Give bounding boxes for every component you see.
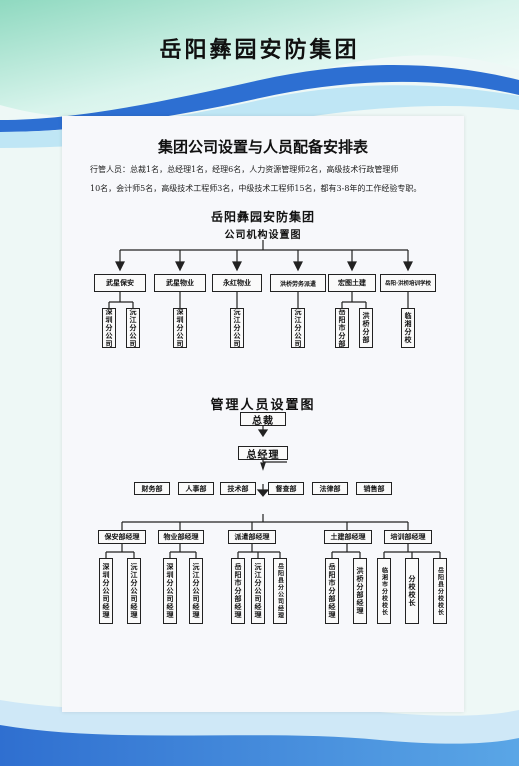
staff-line: 行管人员：总裁1名，总经理1名，经理6名，人力资源管理师2名，高级技术行政管理师 <box>90 165 399 174</box>
manager-box: 物业部经理 <box>158 530 204 544</box>
general-manager-box: 总经理 <box>238 446 288 460</box>
branch-box: 沅江分公司 <box>230 308 244 348</box>
company-box: 洪桥劳务派遣 <box>270 274 326 292</box>
sub-manager-box: 洪桥分部经理 <box>353 558 367 624</box>
manager-box: 保安部经理 <box>98 530 146 544</box>
branch-box: 岳阳市分部 <box>335 308 349 348</box>
org-chart-subtitle: 公司机构设置图 <box>224 230 302 241</box>
page-title: 岳阳彝园安防集团 <box>159 37 360 63</box>
sub-manager-box: 岳阳县分校校长 <box>433 558 447 624</box>
sub-manager-box: 岳阳市分部经理 <box>325 558 339 624</box>
company-box: 宏图土建 <box>328 274 376 292</box>
manager-box: 土建部经理 <box>324 530 372 544</box>
sub-manager-box: 沅江分公司经理 <box>189 558 203 624</box>
branch-box: 深圳分公司 <box>173 308 187 348</box>
branch-box: 洪桥分部 <box>359 308 373 348</box>
branch-box: 临湘分校 <box>401 308 415 348</box>
branch-box: 沅江分公司 <box>126 308 140 348</box>
sub-manager-box: 深圳分公司经理 <box>99 558 113 624</box>
manager-box: 派遣部经理 <box>228 530 276 544</box>
sub-manager-box: 岳阳市分部经理 <box>231 558 245 624</box>
department-box: 销售部 <box>356 482 392 495</box>
sub-manager-box: 临湘市分校校长 <box>377 558 391 624</box>
sub-manager-box: 沅江分公司经理 <box>127 558 141 624</box>
branch-box: 沅江分公司 <box>291 308 305 348</box>
staff-summary: 行管人员：总裁1名，总经理1名，经理6名，人力资源管理师2名，高级技术行政管理师… <box>90 160 450 198</box>
department-box: 技术部 <box>220 482 256 495</box>
ceo-box: 总裁 <box>240 412 286 426</box>
department-box: 督查部 <box>268 482 304 495</box>
company-box: 永红物业 <box>212 274 262 292</box>
connector-lines <box>105 240 441 558</box>
org-chart-document: 集团公司设置与人员配备安排表 行管人员：总裁1名，总经理1名，经理6名，人力资源… <box>62 116 464 712</box>
company-box: 武星物业 <box>154 274 206 292</box>
company-box: 武星保安 <box>94 274 146 292</box>
sub-manager-box: 沅江分公司经理 <box>251 558 265 624</box>
company-box: 岳阳·洪桥培训学校 <box>380 274 436 292</box>
sub-manager-box: 分校校长 <box>405 558 419 624</box>
sub-manager-box: 岳阳县分公司经理 <box>273 558 287 624</box>
document-title: 集团公司设置与人员配备安排表 <box>157 138 368 156</box>
branch-box: 深圳分公司 <box>102 308 116 348</box>
manager-box: 培训部经理 <box>384 530 432 544</box>
org-chart-title: 岳阳彝园安防集团 <box>210 210 315 224</box>
sub-manager-box: 深圳分公司经理 <box>163 558 177 624</box>
department-box: 法律部 <box>312 482 348 495</box>
department-box: 财务部 <box>134 482 170 495</box>
staff-line: 10名，会计师5名，高级技术工程师3名，中级技术工程师15名，都有3-8年的工作… <box>90 184 422 193</box>
management-chart-title: 管理人员设置图 <box>210 398 316 413</box>
department-box: 人事部 <box>178 482 214 495</box>
